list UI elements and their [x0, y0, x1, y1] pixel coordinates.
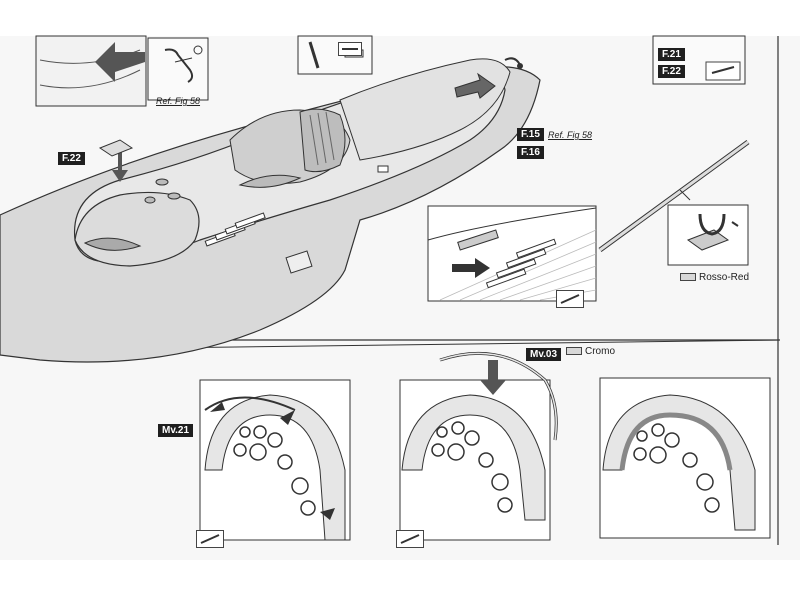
inset-bracket-rosso — [667, 204, 749, 266]
color-cromo: Cromo — [566, 346, 615, 357]
arch-panel-1 — [199, 379, 351, 541]
ref-fig-left: Ref. Fig 58 — [156, 96, 201, 106]
ref-fig-right: Ref. Fig 58 — [548, 130, 593, 140]
part-label-f22-top: F.22 — [658, 65, 685, 78]
arch-panel-2 — [399, 351, 558, 541]
inset-hook — [147, 37, 209, 101]
hydroplane-hull — [0, 57, 541, 363]
part-label-f16: F.16 — [517, 146, 544, 159]
color-swatch — [566, 347, 582, 356]
part-label-mv21: Mv.21 — [158, 424, 194, 437]
color-rosso-red: Rosso-Red — [680, 272, 749, 283]
tweezers-icon — [396, 530, 424, 548]
tweezers-icon — [196, 530, 224, 548]
part-label-f21: F.21 — [658, 48, 685, 61]
tweezers-icon — [556, 290, 584, 308]
part-label-f15: F.15 — [517, 128, 544, 141]
inset-top-left — [35, 35, 147, 107]
arrow-icon — [454, 72, 496, 99]
screw-icon — [338, 42, 362, 56]
part-label-mv03: Mv.03 — [526, 348, 562, 361]
part-label-f22: F.22 — [58, 152, 85, 165]
inset-footstep — [427, 205, 597, 302]
color-swatch — [680, 273, 696, 282]
arch-panel-3 — [599, 377, 771, 539]
color-name: Cromo — [585, 346, 616, 357]
color-name: Rosso-Red — [699, 272, 750, 283]
